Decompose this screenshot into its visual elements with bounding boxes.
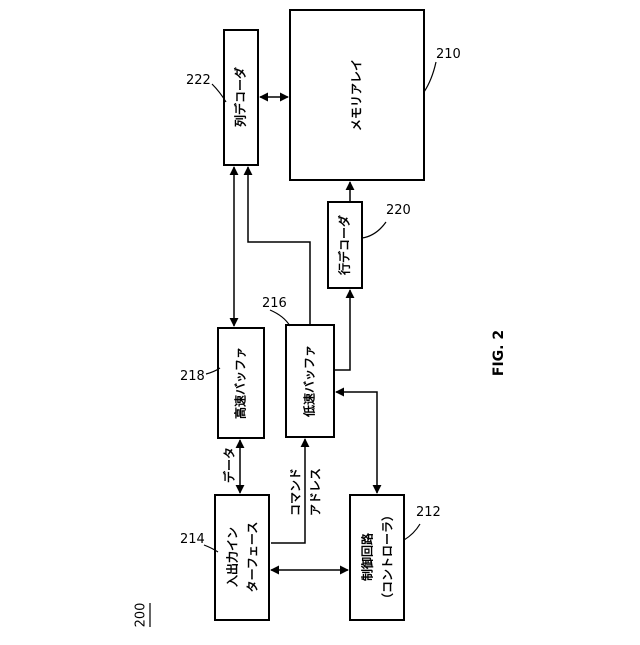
ref-200: 200 [134, 603, 149, 628]
ref-212: 212 [416, 505, 441, 520]
ref-214: 214 [180, 532, 205, 547]
ref-210-leader [424, 62, 436, 92]
ref-218: 218 [180, 369, 205, 384]
ref-220-leader [362, 222, 386, 238]
low-speed-buffer-label: 低速バッファ [302, 345, 317, 418]
ref-216-leader [270, 310, 290, 326]
ref-210: 210 [436, 47, 461, 62]
io-interface-label-line2: ターフェース [246, 522, 260, 593]
control-low-buffer-link [336, 392, 377, 493]
memory-array-label: メモリアレイ [350, 59, 364, 131]
ref-212-leader [404, 524, 420, 540]
low-buffer-row-decoder-link [334, 290, 350, 370]
io-interface-block [215, 495, 269, 620]
ref-222: 222 [186, 73, 211, 88]
control-circuit-label-line1: 制御回路 [360, 532, 375, 581]
io-interface-label-line1: 入出力イン [225, 527, 240, 587]
address-signal-label: アドレス [309, 468, 323, 516]
ref-200-group: 200 [134, 603, 151, 628]
figure-caption: FIG. 2 [491, 330, 507, 376]
command-signal-label: コマンド [289, 468, 303, 516]
control-circuit-label-line2: （コントローラ） [380, 509, 395, 605]
column-decoder-label: 列デコーダ [233, 67, 248, 127]
control-circuit-block [350, 495, 404, 620]
high-speed-buffer-label: 高速バッファ [233, 347, 248, 419]
ref-220: 220 [386, 203, 411, 218]
data-signal-label: データ [222, 447, 237, 483]
row-decoder-label: 行デコーダ [337, 215, 352, 276]
ref-216: 216 [262, 296, 287, 311]
